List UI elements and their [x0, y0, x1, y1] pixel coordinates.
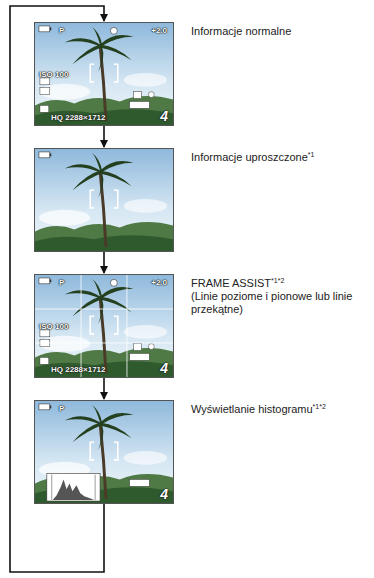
flow-arrow — [103, 252, 105, 273]
lcd-screen: FRAME ASSIST*1*2(Linie poziome i pionowe… — [34, 274, 174, 378]
lcd-screen: Informacje normalneP+2.0ISO 100HQ 2288×1… — [34, 22, 174, 126]
screen-indicator: P — [59, 26, 64, 35]
mode-caption: Informacje uproszczone — [191, 151, 308, 163]
flow-arrow — [103, 126, 105, 147]
caption-group: Wyświetlanie histogramu*1*2 — [191, 403, 371, 416]
footnote-mark: *1*2 — [313, 403, 326, 410]
footnote-mark: *1*2 — [271, 277, 284, 284]
screen-indicator: 4 — [160, 487, 168, 502]
screen-indicator: +2.0 — [151, 278, 167, 287]
screen-photo — [35, 401, 173, 503]
screen-indicator: 4 — [160, 361, 168, 376]
screen-indicator: P — [59, 278, 64, 287]
flow-arrow — [103, 378, 105, 399]
footnote-mark: *1 — [308, 151, 315, 158]
mode-caption: FRAME ASSIST — [191, 277, 271, 289]
screen-indicator: ISO 100 — [39, 322, 68, 331]
screen-photo — [35, 149, 173, 251]
caption-group: Informacje normalne — [191, 25, 371, 38]
caption-group: Informacje uproszczone*1 — [191, 151, 371, 164]
mode-caption: Informacje normalne — [191, 25, 291, 37]
lcd-screen: Informacje uproszczone*1 — [34, 148, 174, 252]
caption-note: (Linie poziome i pionowe lub linie przek… — [191, 290, 371, 316]
screen-indicator: ISO 100 — [39, 70, 68, 79]
lcd-screen: Wyświetlanie histogramu*1*2P4 — [34, 400, 174, 504]
screen-indicator: 4 — [160, 109, 168, 124]
screen-indicator: HQ 2288×1712 — [51, 365, 106, 374]
screen-indicator: P — [59, 404, 64, 413]
screen-indicator: HQ 2288×1712 — [51, 113, 106, 122]
screen-indicator: +2.0 — [151, 26, 167, 35]
mode-caption: Wyświetlanie histogramu — [191, 403, 313, 415]
caption-group: FRAME ASSIST*1*2 (Linie poziome i pionowe… — [191, 277, 371, 316]
